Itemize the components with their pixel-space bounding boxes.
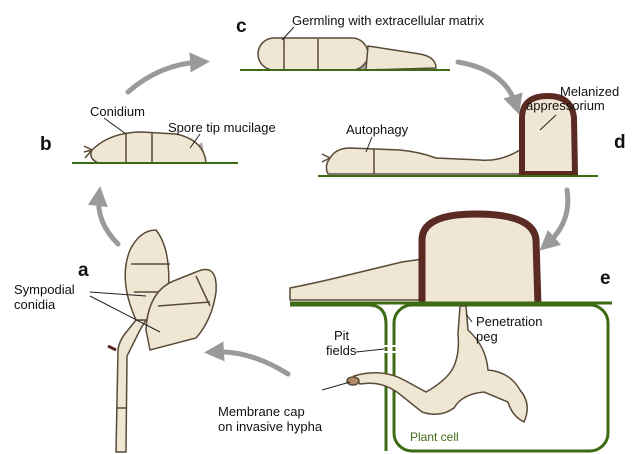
germling-cell [240,38,450,70]
penetration-label-line1: Penetration [476,314,543,329]
sympodial-conidia [108,230,216,452]
arrow-a-to-b [99,196,118,244]
pit-fields-label-line2: fields [326,343,356,358]
germling-label: Germling with extracellular matrix [292,13,484,28]
arrow-c-to-d [458,62,516,105]
arrow-e-to-a [214,352,288,374]
autophagy-label: Autophagy [346,122,408,137]
plant-cell-label: Plant cell [410,430,459,444]
membrane-cap-label-line1: Membrane cap [218,404,305,419]
melanized-label-line2: appressorium [526,98,605,113]
panel-label-c: c [236,16,247,38]
sympodial-label-line2: conidia [14,297,55,312]
membrane-cap-label-line2: on invasive hypha [218,419,322,434]
sympodial-label-line1: Sympodial [14,282,75,297]
panel-label-a: a [78,260,89,282]
melanized-label-line1: Melanized [560,84,619,99]
conidium-label: Conidium [90,104,145,119]
arrow-d-to-e [547,190,568,244]
pit-fields-label-line1: Pit [334,328,349,343]
panel-label-b: b [40,134,52,156]
panel-label-d: d [614,132,626,154]
panel-label-e: e [600,268,611,290]
arrow-b-to-c [128,62,200,92]
spore-tip-label: Spore tip mucilage [168,120,276,135]
penetration-label-line2: peg [476,329,498,344]
conidium-cell [72,132,238,163]
